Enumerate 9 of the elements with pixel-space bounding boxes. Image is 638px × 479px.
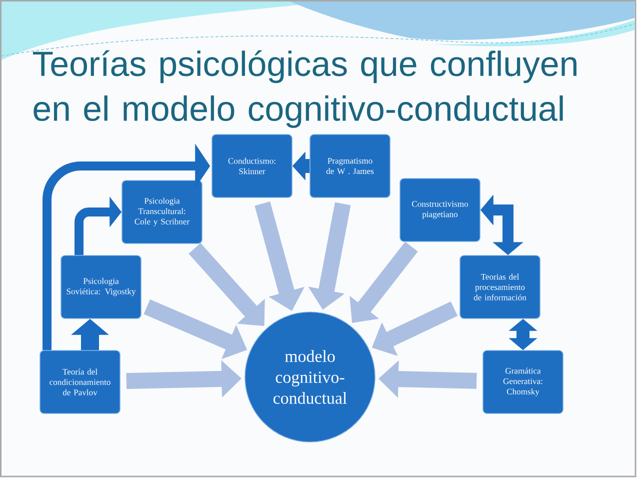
theory-box: Psicologia Soviética: Vigostky	[60, 255, 142, 319]
theory-box: Teorias del procesamiento de información	[460, 255, 540, 319]
theory-box: Conductismo: Skinner	[212, 134, 292, 198]
theory-box: Teoría del condicionamiento de Pavlov	[40, 350, 120, 414]
title: Teorías psicológicas que confluyen en el modelo cognitivo-conductual	[33, 50, 576, 128]
theory-box: Psicologia Transcultural: Cole y Scribner	[122, 180, 202, 244]
theory-box: Constructivismo piagetiano	[400, 178, 480, 242]
theory-box: Gramática Generativa: Chomsky	[482, 350, 564, 414]
theory-box: Pragmatismo de W . James	[310, 134, 390, 198]
